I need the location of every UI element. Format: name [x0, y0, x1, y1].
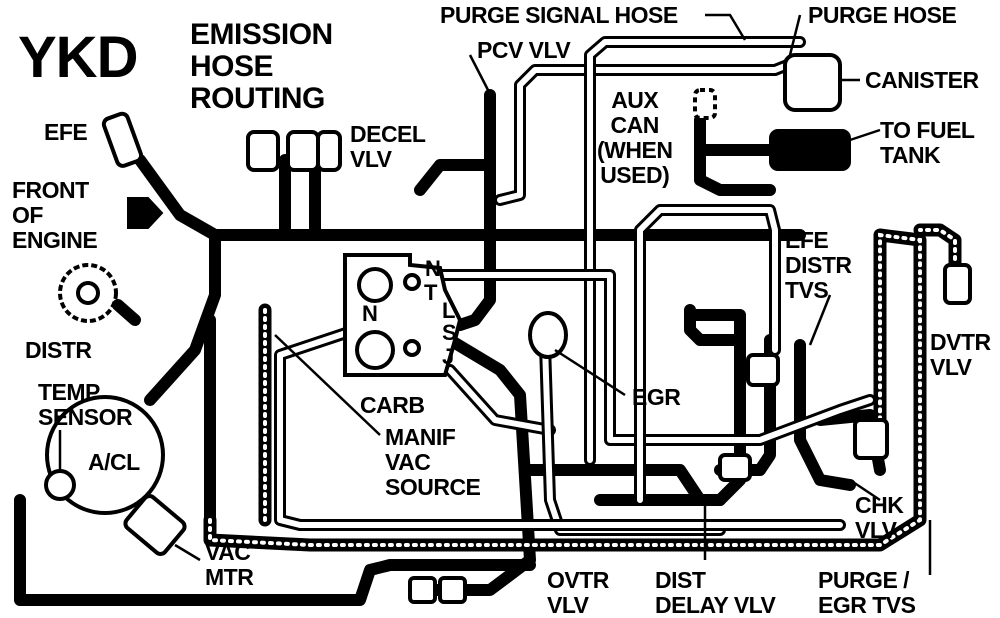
label-a-cl: A/CL	[88, 449, 140, 475]
ovtr-valve-body	[408, 576, 467, 604]
label-canister: CANISTER	[865, 67, 979, 93]
label-ovtr-vlv: OVTR VLV	[547, 567, 609, 618]
carb-port-l: L	[442, 298, 455, 323]
label-chk-vlv: CHK VLV	[855, 492, 904, 543]
label-carb: CARB	[360, 392, 425, 418]
label-efe-distr-tvs: EFE DISTR TVS	[785, 227, 852, 303]
aux-can-body	[693, 88, 717, 120]
label-purge-hose: PURGE HOSE	[808, 2, 957, 28]
label-vac-mtr: VAC MTR	[205, 539, 254, 590]
carb-port-n-top: N	[425, 256, 441, 281]
label-front-of-engine: FRONT OF ENGINE	[12, 177, 98, 253]
dvtr-valve-body	[943, 263, 972, 305]
dotted-hoses	[203, 223, 962, 552]
front-arrow	[127, 197, 164, 229]
title-line-3: ROUTING	[190, 82, 325, 115]
carb-port-t: T	[424, 280, 437, 305]
label-to-fuel-tank: TO FUEL TANK	[880, 117, 975, 168]
carburetor	[343, 253, 463, 377]
label-decel-vlv: DECEL VLV	[350, 121, 426, 172]
carb-port-n-left: N	[362, 301, 378, 326]
decel-valve-body	[246, 130, 342, 172]
efe-valve-body	[101, 111, 144, 168]
distributor-body	[58, 263, 141, 326]
air-cleaner-body	[44, 395, 187, 556]
label-manif-vac-source: MANIF VAC SOURCE	[385, 424, 481, 500]
label-distr: DISTR	[25, 337, 92, 363]
leader-lines	[58, 13, 932, 575]
label-dist-delay-vlv: DIST DELAY VLV	[655, 567, 776, 618]
canister-body	[769, 53, 851, 171]
carb-port-s: S	[442, 320, 457, 345]
label-pcv-vlv: PCV VLV	[477, 37, 571, 63]
tvs-bodies	[718, 353, 889, 482]
title-line-2: HOSE	[190, 50, 274, 83]
label-efe: EFE	[44, 119, 88, 145]
label-dvtr-vlv: DVTR VLV	[930, 329, 991, 380]
label-purge-signal-hose: PURGE SIGNAL HOSE	[440, 2, 678, 28]
engine-code: YKD	[18, 25, 138, 90]
label-temp-sensor: TEMP SENSOR	[38, 379, 133, 430]
egr-valve-body	[528, 311, 568, 359]
title-line-1: EMISSION	[190, 18, 333, 51]
carb-port-j: J	[442, 344, 454, 369]
label-egr: EGR	[632, 384, 681, 410]
label-aux-can: AUX CAN (WHEN USED)	[597, 87, 673, 188]
label-purge-egr-tvs: PURGE / EGR TVS	[818, 567, 916, 618]
